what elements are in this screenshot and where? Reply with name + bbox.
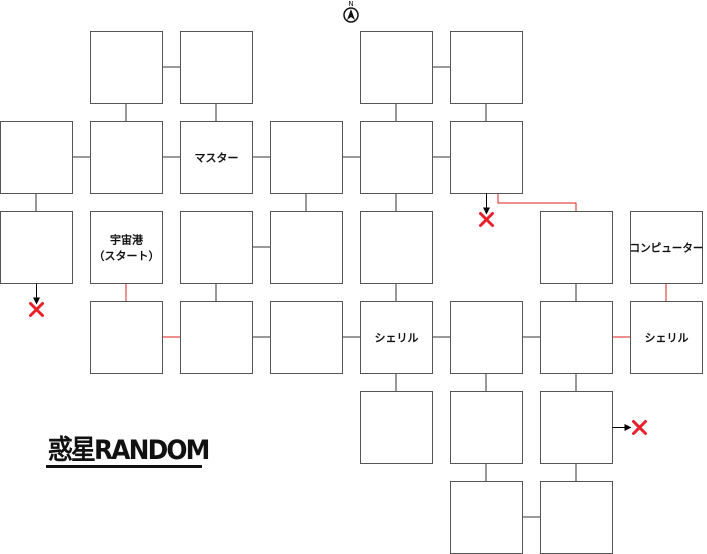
connections-layer <box>35 66 667 518</box>
room-box <box>540 391 613 464</box>
room-box <box>180 211 253 284</box>
arrow-right-icon <box>612 424 632 431</box>
room-r7: マスター <box>180 121 253 194</box>
room-box <box>360 31 433 104</box>
room-box <box>360 211 433 284</box>
dead-end-exit-r27 <box>612 420 647 435</box>
room-label: コンピューター <box>630 242 704 255</box>
room-r25 <box>360 391 433 464</box>
room-box <box>450 31 523 104</box>
room-r14 <box>270 211 343 284</box>
room-box <box>90 31 163 104</box>
room-r16 <box>540 211 613 284</box>
room-box <box>630 301 703 374</box>
room-box <box>450 391 523 464</box>
room-box <box>270 121 343 194</box>
room-r13 <box>180 211 253 284</box>
room-r1 <box>90 31 163 104</box>
room-r18 <box>90 301 163 374</box>
room-box <box>270 301 343 374</box>
room-r9 <box>360 121 433 194</box>
dead-end-x-icon <box>29 302 44 317</box>
arrow-down-icon <box>33 283 40 305</box>
room-label: 宇宙港 <box>110 233 144 247</box>
room-box <box>540 301 613 374</box>
room-r6 <box>90 121 163 194</box>
room-r24: シェリル <box>630 301 703 374</box>
room-label: シェリル <box>645 332 689 345</box>
room-r5 <box>0 121 73 194</box>
title-underline <box>46 465 202 468</box>
room-label: シェリル <box>375 332 419 345</box>
room-r27 <box>540 391 613 464</box>
compass-label: N <box>348 0 353 8</box>
dead-end-exit-r10 <box>479 193 494 227</box>
arrow-down-icon <box>483 193 490 215</box>
connection-r10-r16 <box>497 193 577 211</box>
room-r19 <box>180 301 253 374</box>
dead-end-x-icon <box>632 420 647 435</box>
room-box <box>450 301 523 374</box>
room-box <box>540 211 613 284</box>
rooms-layer: マスター宇宙港（スタート）コンピューターシェリルシェリル <box>0 31 704 554</box>
room-box <box>540 481 613 554</box>
room-r4 <box>450 31 523 104</box>
room-r10 <box>450 121 523 194</box>
room-box <box>360 121 433 194</box>
room-box <box>90 211 163 284</box>
room-box <box>450 481 523 554</box>
dead-ends-layer <box>29 193 647 435</box>
room-r28 <box>450 481 523 554</box>
room-r3 <box>360 31 433 104</box>
room-r21: シェリル <box>360 301 433 374</box>
room-r15 <box>360 211 433 284</box>
room-r26 <box>450 391 523 464</box>
room-box <box>360 391 433 464</box>
compass-north-icon: N <box>343 0 359 23</box>
room-r22 <box>450 301 523 374</box>
room-box <box>90 121 163 194</box>
room-box <box>270 211 343 284</box>
room-box <box>450 121 523 194</box>
room-box <box>0 121 73 194</box>
dead-end-x-icon <box>479 212 494 227</box>
room-box <box>360 301 433 374</box>
room-box <box>630 211 703 284</box>
map-title: 惑星RANDOM <box>48 435 210 466</box>
dead-end-exit-r11 <box>29 283 44 317</box>
room-r11 <box>0 211 73 284</box>
room-box <box>180 31 253 104</box>
room-label: （スタート） <box>94 250 160 263</box>
room-r12: 宇宙港 （スタート） <box>90 211 163 284</box>
room-r17: コンピューター <box>630 211 704 284</box>
room-box <box>180 121 253 194</box>
room-box <box>180 301 253 374</box>
room-box <box>0 211 73 284</box>
room-r23 <box>540 301 613 374</box>
room-r8 <box>270 121 343 194</box>
room-r20 <box>270 301 343 374</box>
room-r29 <box>540 481 613 554</box>
room-label: マスター <box>195 152 239 165</box>
room-r2 <box>180 31 253 104</box>
room-box <box>90 301 163 374</box>
